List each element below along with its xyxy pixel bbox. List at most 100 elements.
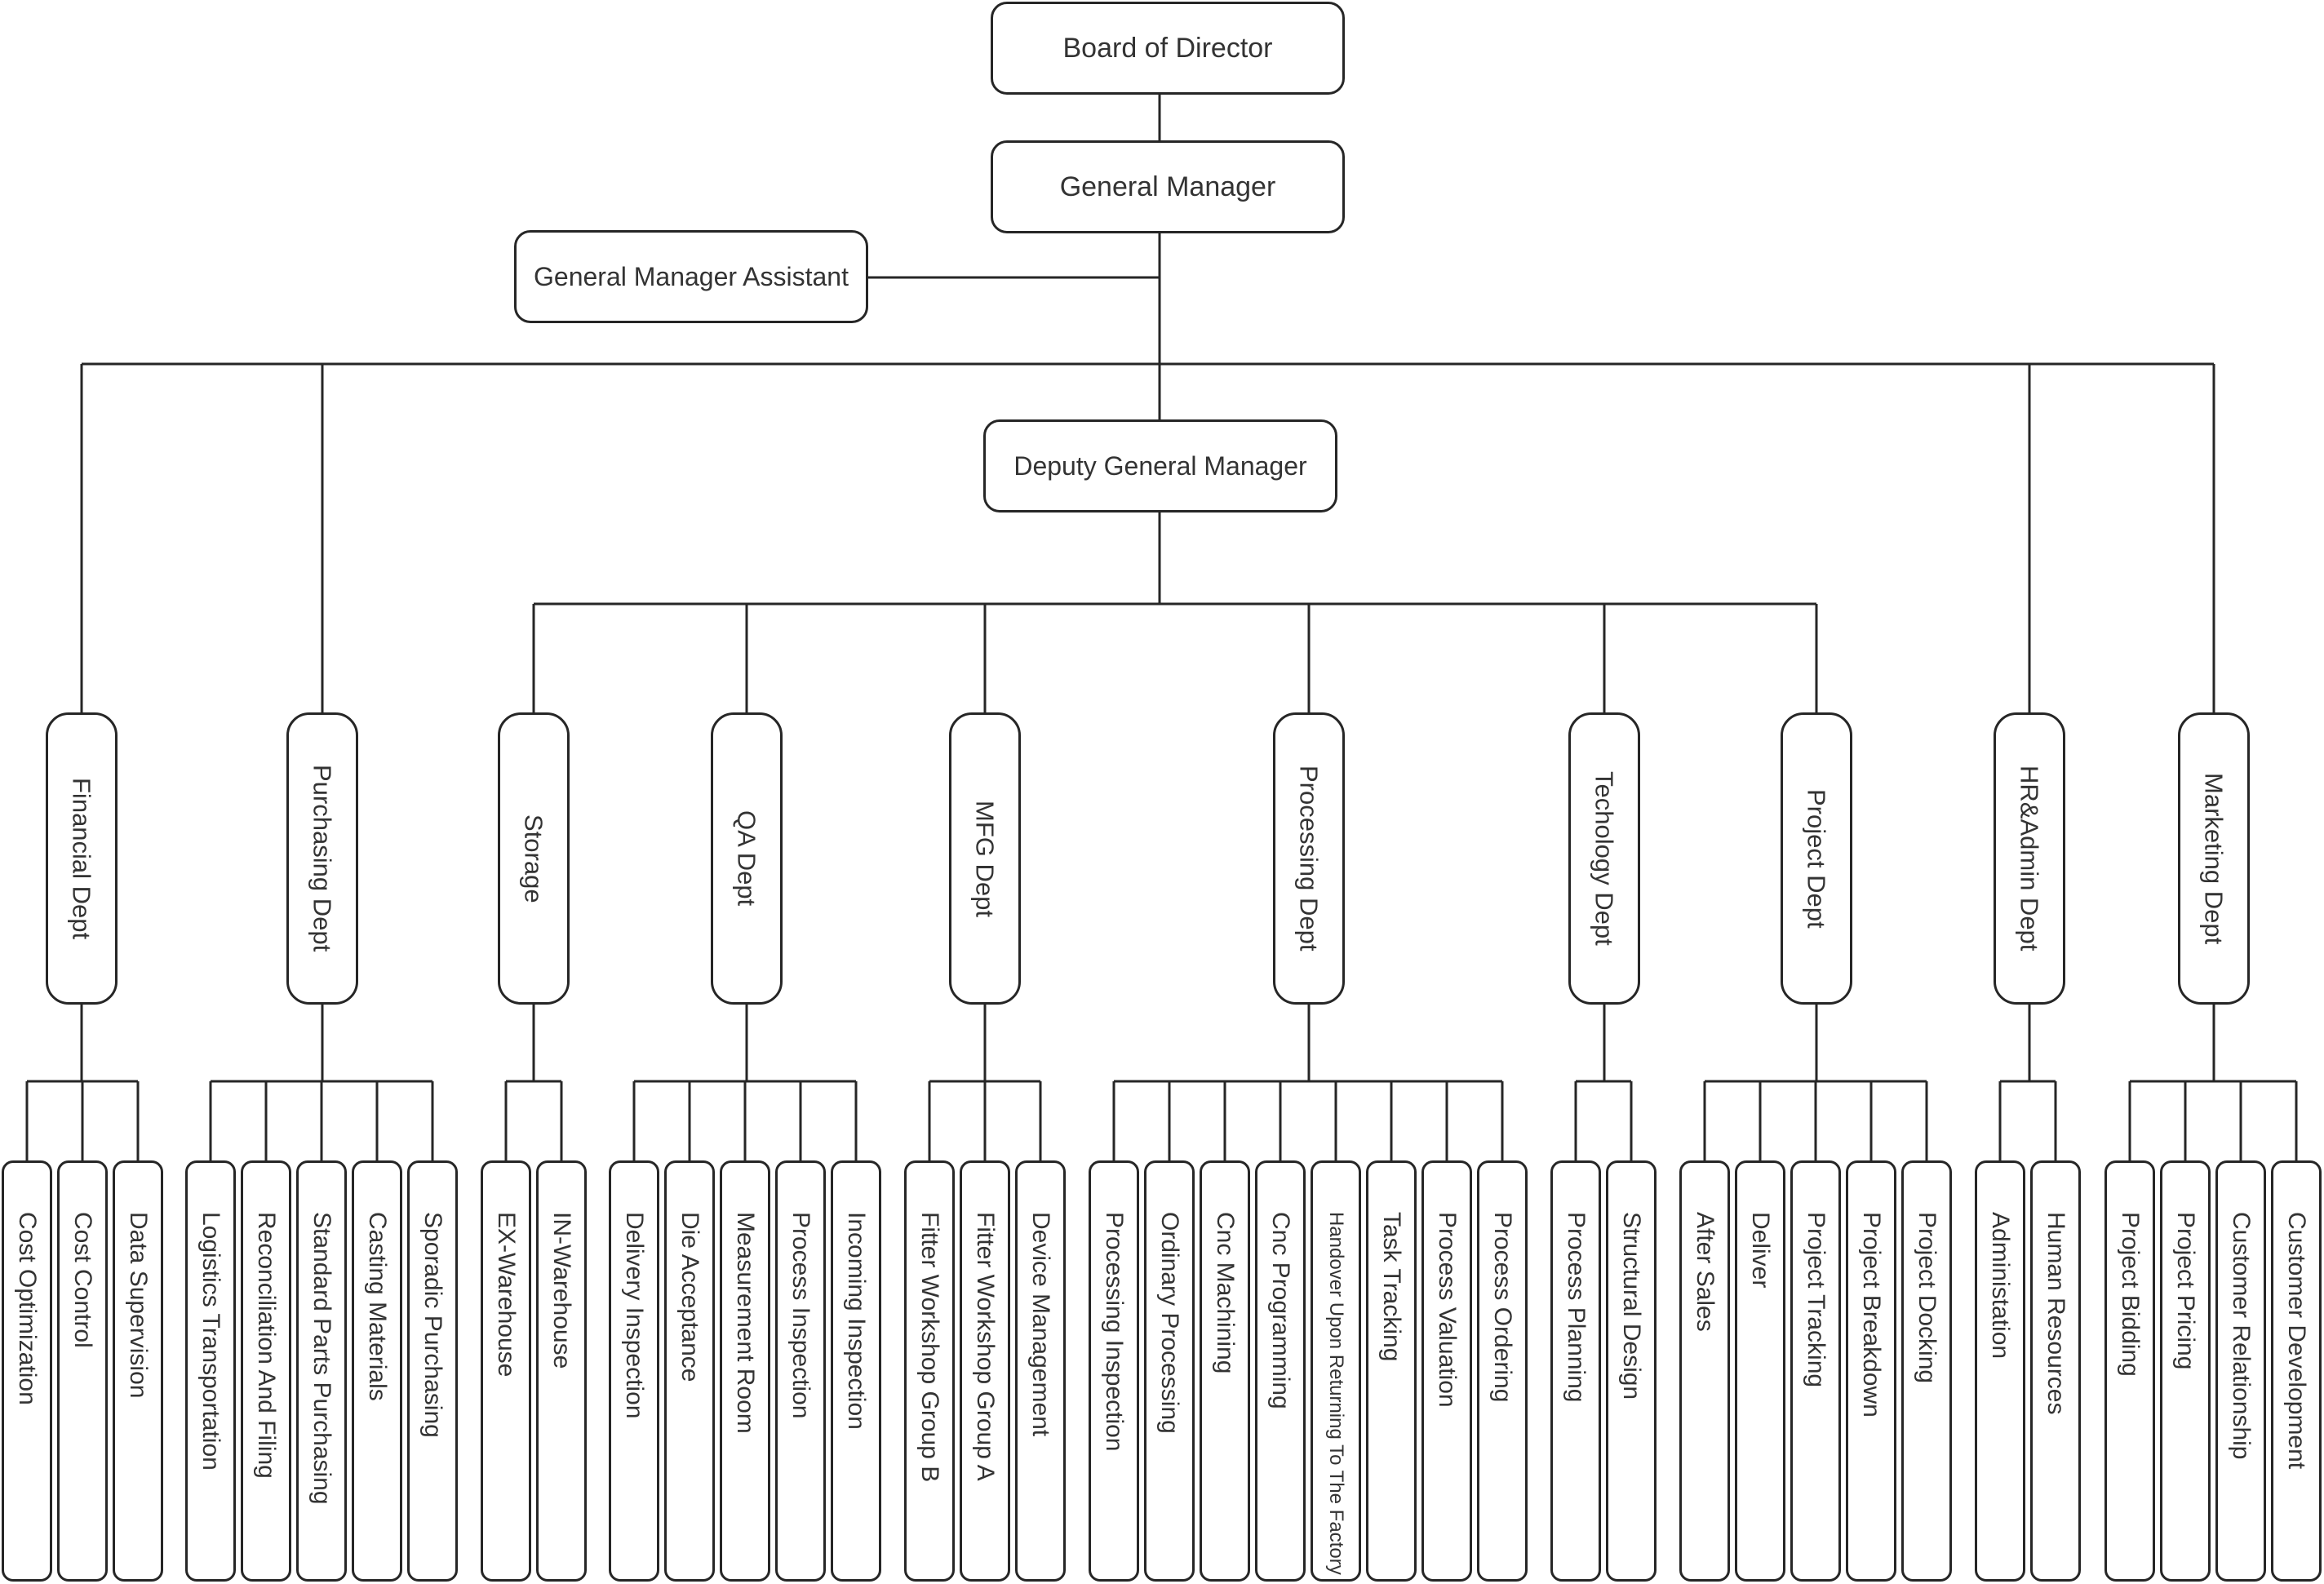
department-box: QA Dept xyxy=(711,712,783,1005)
team-box: Die Acceptance xyxy=(664,1160,715,1582)
team-label: Cnc Programming xyxy=(1267,1212,1294,1409)
department-label: HR&Admin Dept xyxy=(2015,765,2044,952)
department-box: Techology Dept xyxy=(1568,712,1640,1005)
department-label: Purchasing Dept xyxy=(308,765,337,952)
team-box: Project Tracking xyxy=(1790,1160,1841,1582)
gm-assistant-label: General Manager Assistant xyxy=(534,261,849,291)
team-box: Cost Optimization xyxy=(2,1160,52,1582)
team-label: Project Breakdown xyxy=(1858,1212,1885,1418)
team-label: Structural Design xyxy=(1618,1212,1645,1400)
department-box: Processing Dept xyxy=(1273,712,1345,1005)
team-label: IN-Warehouse xyxy=(548,1212,575,1369)
department-label: Processing Dept xyxy=(1294,765,1324,952)
department-label: QA Dept xyxy=(732,810,761,907)
department-label: Storage xyxy=(519,814,548,903)
team-box: Fitter Workshop Group A xyxy=(960,1160,1010,1582)
team-label: Casting Materials xyxy=(364,1212,391,1401)
team-label: Handover Upon Returning To The Factory xyxy=(1325,1212,1347,1575)
department-box: MFG Dept xyxy=(949,712,1021,1005)
team-label: Device Management xyxy=(1027,1212,1054,1437)
team-label: Ordinary Processing xyxy=(1156,1212,1183,1434)
team-label: Process Inspection xyxy=(787,1212,814,1419)
team-box: Cnc Machining xyxy=(1200,1160,1250,1582)
team-label: Logistics Transportation xyxy=(197,1212,224,1471)
team-box: Cnc Programming xyxy=(1255,1160,1306,1582)
department-box: Financial Dept xyxy=(46,712,118,1005)
team-label: Data Supervision xyxy=(125,1212,152,1399)
team-box: Standard Parts Purchasing xyxy=(296,1160,347,1582)
team-box: Administation xyxy=(1975,1160,2025,1582)
team-box: EX-Warehouse xyxy=(481,1160,531,1582)
team-box: Project Docking xyxy=(1901,1160,1952,1582)
department-label: Techology Dept xyxy=(1590,771,1619,946)
team-label: Customer Development xyxy=(2283,1212,2310,1470)
team-label: Measurement Room xyxy=(732,1212,759,1434)
department-label: Financial Dept xyxy=(67,777,96,940)
team-box: Incoming Inspection xyxy=(831,1160,881,1582)
team-box: Handover Upon Returning To The Factory xyxy=(1311,1160,1361,1582)
department-label: Project Dept xyxy=(1802,788,1831,929)
team-box: Process Valuation xyxy=(1421,1160,1472,1582)
team-label: Processing Inspection xyxy=(1101,1212,1128,1452)
team-box: Project Breakdown xyxy=(1846,1160,1896,1582)
board-of-director-box: Board of Director xyxy=(991,2,1345,95)
department-box: Project Dept xyxy=(1781,712,1852,1005)
board-of-director-label: Board of Director xyxy=(1062,32,1273,64)
deputy-gm-label: Deputy General Manager xyxy=(1013,450,1307,481)
department-box: HR&Admin Dept xyxy=(1994,712,2065,1005)
team-box: Deliver xyxy=(1735,1160,1785,1582)
general-manager-label: General Manager xyxy=(1059,171,1276,202)
team-box: Casting Materials xyxy=(352,1160,402,1582)
team-label: Deliver xyxy=(1747,1212,1774,1289)
team-label: Project Docking xyxy=(1914,1212,1940,1384)
team-box: Ordinary Processing xyxy=(1144,1160,1195,1582)
team-label: Administation xyxy=(1987,1212,2014,1360)
team-box: Structural Design xyxy=(1606,1160,1657,1582)
team-label: Die Acceptance xyxy=(676,1212,703,1382)
general-manager-box: General Manager xyxy=(991,140,1345,233)
department-box: Storage xyxy=(498,712,570,1005)
team-label: Process Planning xyxy=(1563,1212,1590,1403)
team-label: EX-Warehouse xyxy=(493,1212,520,1378)
team-box: After Sales xyxy=(1679,1160,1730,1582)
team-label: Fitter Workshop Group B xyxy=(916,1212,943,1483)
team-box: Delivery Inspection xyxy=(609,1160,659,1582)
team-box: Human Resources xyxy=(2030,1160,2081,1582)
team-label: Customer Relationship xyxy=(2228,1212,2255,1460)
team-label: Incoming Inspection xyxy=(843,1212,870,1430)
team-box: Cost Control xyxy=(57,1160,108,1582)
team-label: Cnc Machining xyxy=(1212,1212,1239,1374)
gm-assistant-box: General Manager Assistant xyxy=(514,230,868,323)
team-box: Project Pricing xyxy=(2160,1160,2211,1582)
team-box: Logistics Transportation xyxy=(185,1160,236,1582)
team-box: Process Planning xyxy=(1550,1160,1601,1582)
team-label: Cost Optimization xyxy=(14,1212,41,1405)
team-box: Data Supervision xyxy=(113,1160,163,1582)
team-label: Human Resources xyxy=(2042,1212,2069,1415)
team-label: Process Valuation xyxy=(1434,1212,1461,1408)
team-box: Fitter Workshop Group B xyxy=(904,1160,955,1582)
team-label: After Sales xyxy=(1692,1212,1719,1332)
team-box: Reconciliation And Filing xyxy=(241,1160,291,1582)
team-label: Project Bidding xyxy=(2117,1212,2144,1377)
team-box: Customer Development xyxy=(2271,1160,2322,1582)
team-box: Sporadic Purchasing xyxy=(407,1160,458,1582)
team-box: Process Ordering xyxy=(1477,1160,1528,1582)
team-label: Process Ordering xyxy=(1489,1212,1516,1403)
team-label: Fitter Workshop Group A xyxy=(972,1212,999,1481)
team-label: Task Tracking xyxy=(1378,1212,1405,1362)
team-box: Customer Relationship xyxy=(2215,1160,2266,1582)
team-label: Project Tracking xyxy=(1803,1212,1829,1388)
team-box: Project Bidding xyxy=(2104,1160,2155,1582)
team-label: Project Pricing xyxy=(2172,1212,2199,1370)
department-box: Purchasing Dept xyxy=(286,712,358,1005)
team-label: Sporadic Purchasing xyxy=(419,1212,446,1438)
team-box: Device Management xyxy=(1015,1160,1066,1582)
department-label: Marketing Dept xyxy=(2199,772,2229,945)
department-label: MFG Dept xyxy=(970,800,1000,917)
deputy-gm-box: Deputy General Manager xyxy=(983,419,1337,512)
team-box: Processing Inspection xyxy=(1089,1160,1139,1582)
team-label: Delivery Inspection xyxy=(621,1212,648,1419)
